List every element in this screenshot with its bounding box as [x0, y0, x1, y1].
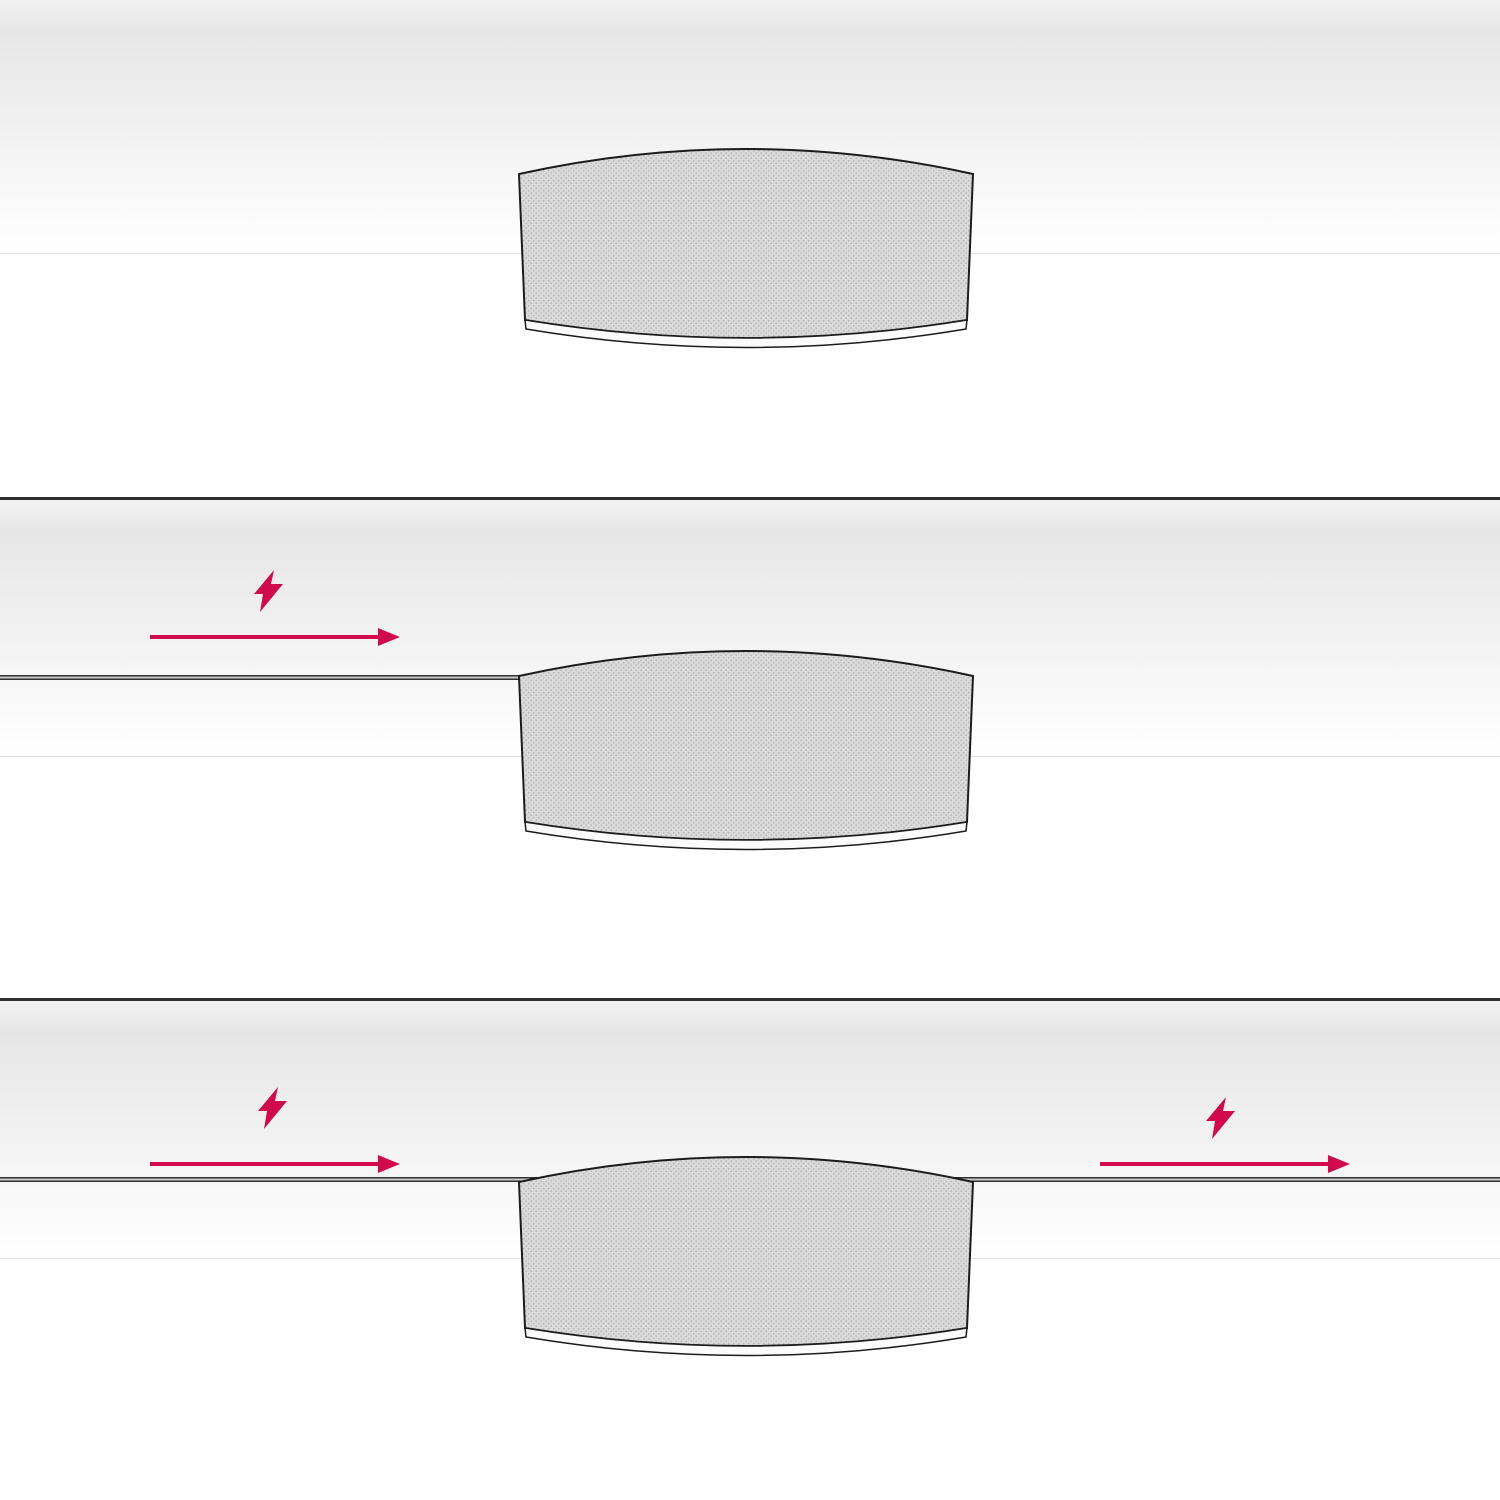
shade-body [517, 148, 975, 339]
arrow-shaft [150, 635, 382, 639]
shade-bottom-rim [524, 319, 968, 349]
panel-flush-mount [0, 0, 1500, 497]
shade-bottom-rim [524, 821, 968, 851]
shade-body [517, 650, 975, 841]
arrow-head [1328, 1155, 1350, 1173]
arrow-shaft [1100, 1162, 1332, 1166]
drum-lampshade [515, 142, 977, 357]
panel-cable-pass-through [0, 1001, 1500, 1500]
drum-lampshade-drawing [517, 1156, 975, 1357]
power-cable-left [0, 675, 745, 680]
shade-bottom-rim [524, 1327, 968, 1357]
lightning-bolt-icon [254, 570, 283, 612]
lightning-bolt-icon [1206, 1097, 1235, 1139]
drum-lampshade-drawing [517, 650, 975, 851]
arrow-shaft [150, 1162, 382, 1166]
drum-lampshade [515, 1150, 977, 1365]
panel-separator [0, 998, 1500, 1001]
current-flow-arrow-left [150, 1155, 400, 1173]
current-flow-arrow-left [150, 628, 400, 646]
current-flow-arrow-right [1100, 1155, 1350, 1173]
arrow-head [378, 1155, 400, 1173]
panel-single-cable-entry [0, 500, 1500, 998]
panel-separator [0, 497, 1500, 500]
shade-body [517, 1156, 975, 1347]
arrow-head [378, 628, 400, 646]
lightning-bolt-icon [258, 1087, 287, 1129]
drum-lampshade-drawing [517, 148, 975, 349]
drum-lampshade [515, 644, 977, 859]
